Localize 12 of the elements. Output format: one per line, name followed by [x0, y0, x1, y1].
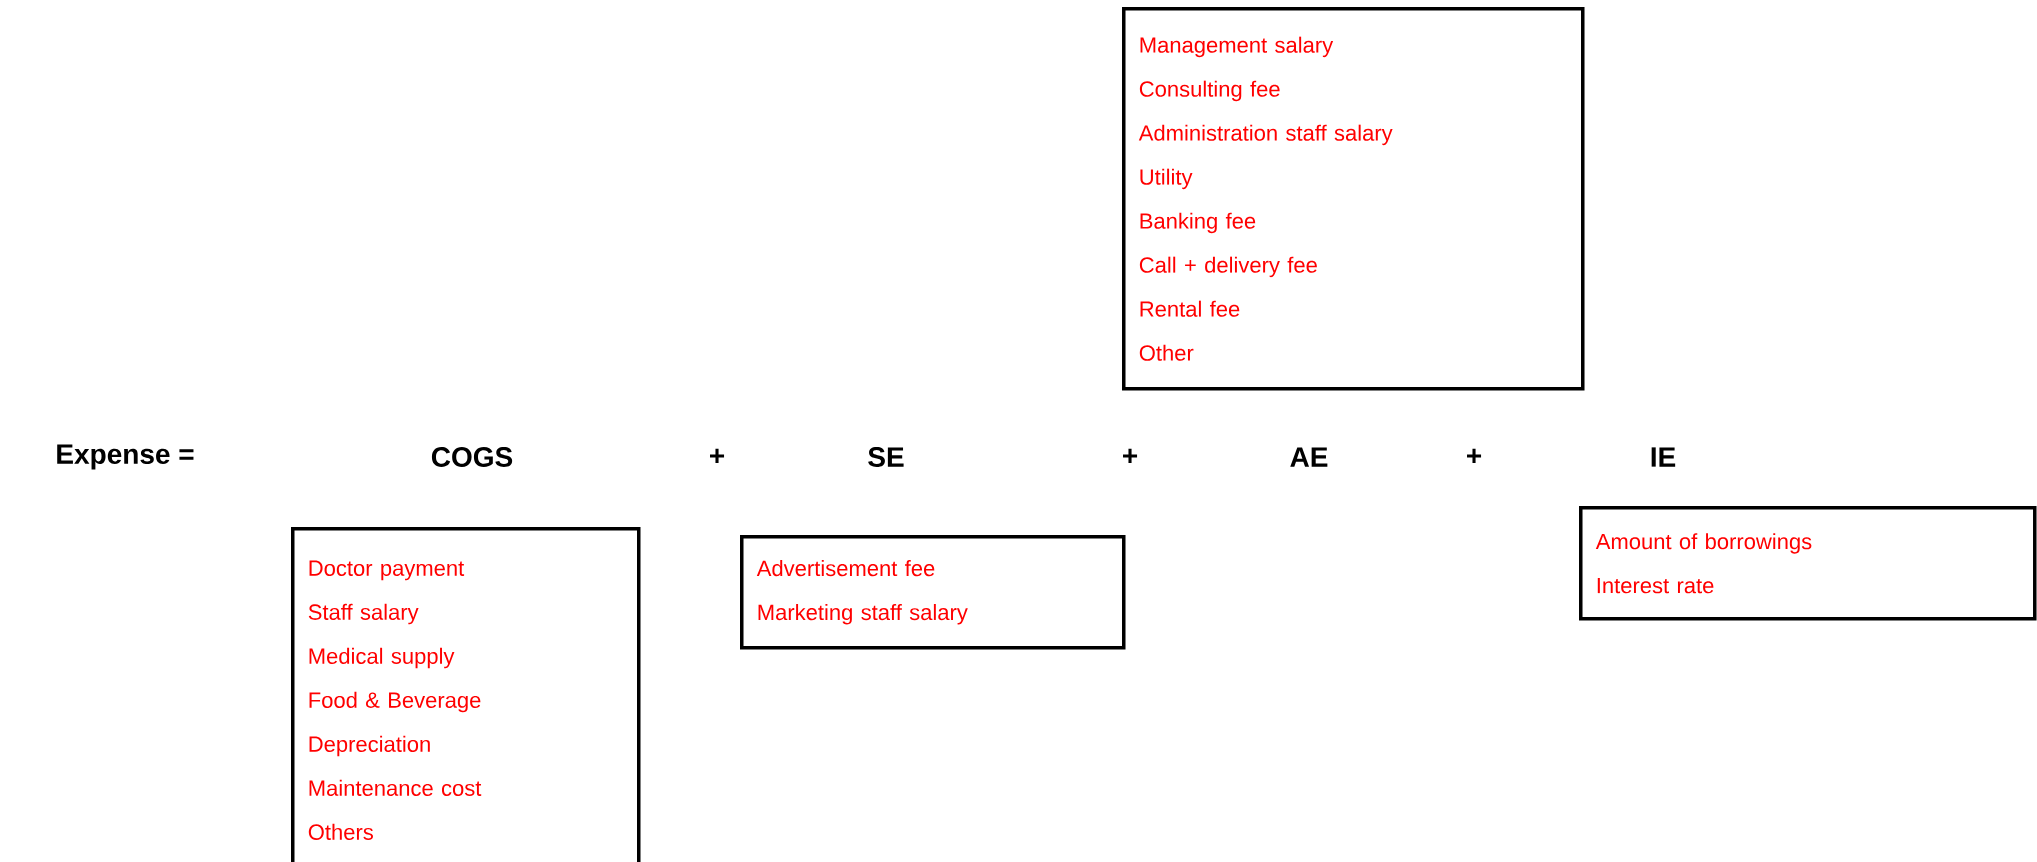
- equation-term: +: [1467, 448, 1482, 463]
- equation-term: COGS: [431, 447, 513, 467]
- list-box: Amount of borrowings Interest rate: [1579, 506, 2037, 621]
- equation-term: +: [1123, 448, 1138, 463]
- equation-term: Expense =: [57, 444, 194, 470]
- list-box: Doctor payment Staff salary Medical supply Food & Beverage Depreciation Maintenance cost Others: [291, 527, 641, 862]
- equation-term: AE: [1290, 447, 1328, 467]
- equation-term: IE: [1651, 447, 1676, 467]
- equation-term: +: [710, 448, 725, 463]
- list-box: Advertisement fee Marketing staff salary: [740, 535, 1126, 650]
- equation-term: SE: [868, 447, 904, 467]
- list-box: Management salary Consulting fee Administration staff salary Utility Banking fee Call + delivery fee Rental fee Other: [1122, 7, 1585, 391]
